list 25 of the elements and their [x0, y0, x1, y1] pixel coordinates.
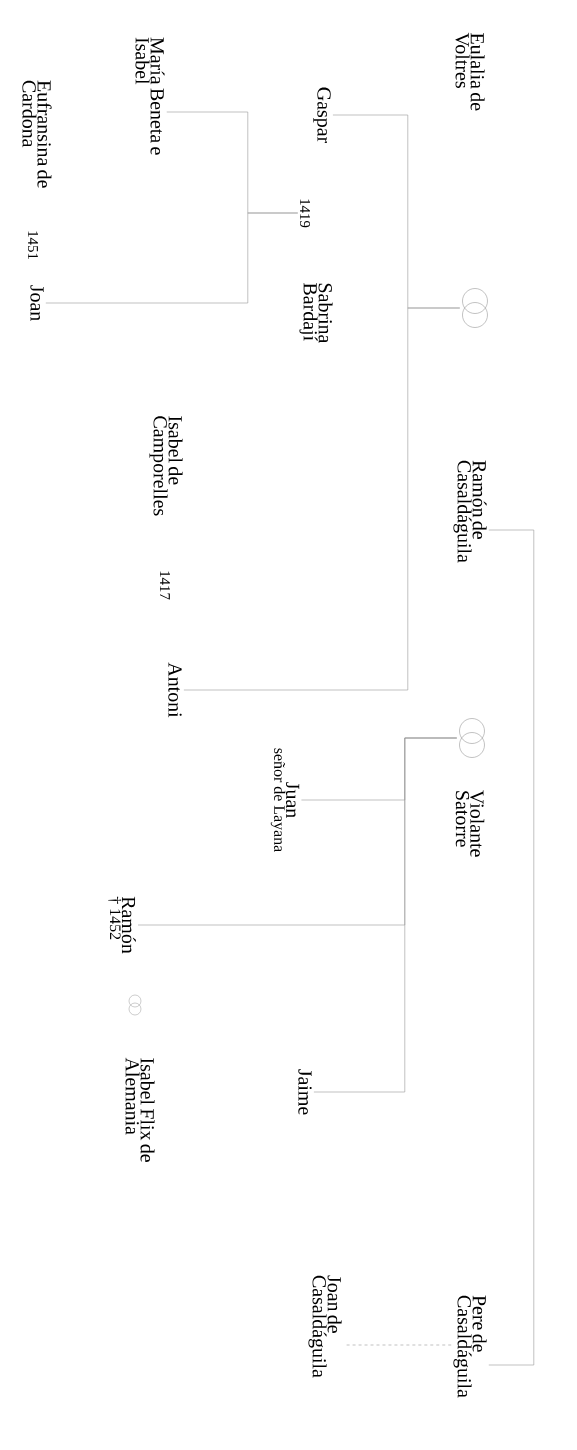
connector-line [183, 307, 461, 691]
person-name: Antoni [168, 662, 182, 718]
person-name: Eufransina de Cardona [22, 80, 52, 188]
person-name: 1419 [300, 199, 310, 228]
person-name: Ramón de Casaldáguila [453, 460, 487, 563]
year-label: 1451 [28, 231, 38, 260]
rings-icon [459, 718, 485, 758]
person-name: Joan [30, 285, 44, 321]
person-name: Violante Satorre [455, 790, 485, 857]
person-name: Isabel de Camporelles [149, 416, 183, 516]
person-name: Isabel Flix de Alemania [125, 1057, 155, 1162]
person-name: Ramón † 1452 [108, 896, 136, 954]
rings-icon [462, 288, 488, 328]
connector-line [313, 737, 458, 1093]
person-name: Gaspar [313, 87, 331, 144]
person-name: Joan de Casaldáguila [308, 1275, 342, 1378]
person-name: Jaime [298, 1069, 312, 1115]
year-label: 1417 [160, 571, 170, 600]
connector-line [45, 212, 299, 304]
person-name: Sabrina Bardají [299, 283, 333, 344]
person-name: Pere de Casaldáguila [453, 1295, 487, 1398]
person-name: María Beneta e Isabel [135, 37, 165, 155]
person-name: Juan señor de Layana [270, 748, 300, 852]
connector-line [488, 529, 535, 1366]
person-name: Eulalia de Voltres [455, 32, 485, 111]
